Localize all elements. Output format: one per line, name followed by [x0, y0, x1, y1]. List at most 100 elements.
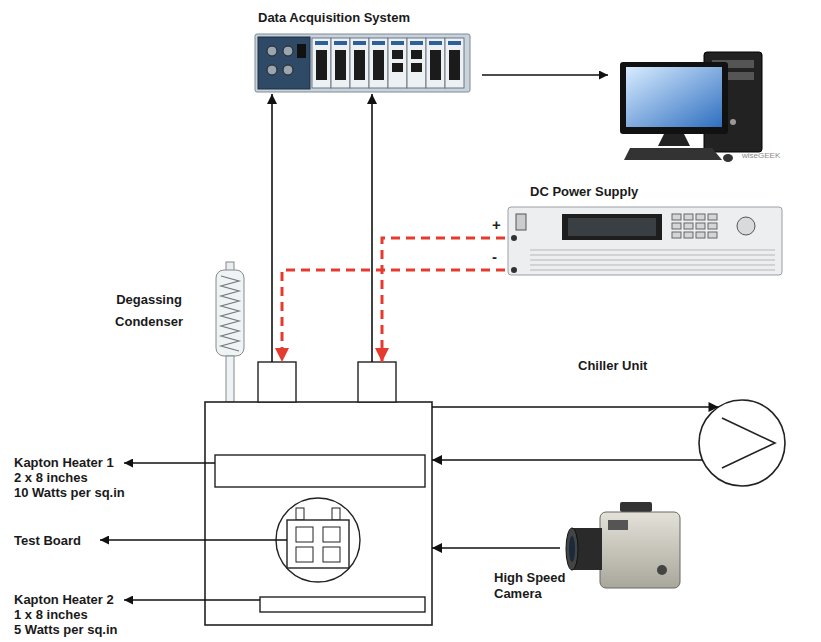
daq-chassis — [315, 41, 328, 45]
test-chamber-outline — [205, 362, 432, 625]
camera-illustration — [569, 536, 575, 562]
daq-chassis — [392, 63, 403, 72]
leader-line — [100, 539, 287, 540]
leader-line — [124, 599, 260, 600]
connector-arrow — [432, 459, 703, 461]
condenser-illustration — [221, 276, 239, 351]
test-board-drawing — [276, 498, 360, 582]
power-supply-illustration — [530, 250, 775, 251]
daq-chassis — [445, 38, 464, 88]
daq-chassis — [297, 44, 306, 58]
test-board-drawing — [323, 547, 340, 562]
test-board-drawing — [332, 508, 340, 520]
daq-chassis — [316, 50, 327, 80]
power-supply-illustration — [737, 217, 755, 235]
daq-chassis — [430, 50, 441, 80]
degassing-condenser: Degassing Condenser — [90, 262, 246, 358]
daq-chassis — [411, 63, 422, 72]
computer-illustration — [626, 67, 722, 127]
daq-chassis — [449, 50, 460, 80]
node-label: DC Power Supply — [530, 184, 638, 200]
power-supply-illustration — [684, 214, 693, 220]
power-supply-illustration — [672, 223, 681, 229]
camera-illustration — [657, 565, 667, 575]
node-label: Chiller Unit — [578, 358, 647, 374]
daq-chassis — [312, 38, 331, 88]
chiller-symbol — [722, 418, 775, 468]
power-supply-illustration — [708, 223, 717, 229]
data-link-arrow — [482, 74, 608, 76]
test-chamber-outline — [358, 362, 396, 402]
computer-illustration — [723, 154, 733, 162]
power-supply-illustration — [568, 218, 656, 236]
terminal-sign: + — [492, 217, 501, 233]
daq-chassis — [267, 65, 277, 75]
connector-arrow — [371, 94, 373, 362]
terminal-sign: - — [492, 249, 497, 265]
power-supply-illustration — [530, 260, 775, 261]
node-label: Kapton Heater 2 1 x 8 inches 5 Watts per… — [14, 592, 118, 637]
power-supply: DC Power Supply — [505, 182, 785, 278]
daq-chassis — [255, 34, 470, 92]
computer-illustration — [658, 134, 690, 146]
camera-illustration — [608, 520, 628, 530]
power-supply-illustration — [530, 265, 775, 266]
computer-illustration — [624, 148, 722, 160]
daq-chassis — [331, 38, 350, 88]
daq-chassis — [255, 34, 470, 92]
daq-chassis — [426, 38, 445, 88]
camera-illustration — [600, 512, 680, 588]
node-label: Data Acquisition System — [258, 10, 410, 26]
daq-chassis — [407, 38, 426, 88]
power-supply-illustration — [511, 235, 517, 241]
node-label: Test Board — [14, 533, 81, 548]
daq-chassis — [411, 50, 422, 59]
condenser-illustration — [226, 356, 234, 402]
chiller-symbol — [699, 400, 785, 486]
daq-chassis — [350, 38, 369, 88]
daq-chassis — [283, 65, 293, 75]
leader-line — [124, 462, 215, 463]
watermark: wiseGEEK — [742, 151, 780, 160]
node-label: Degassing Condenser — [92, 289, 206, 333]
heater-band — [260, 597, 425, 612]
high-speed-camera: High Speed Camera — [560, 500, 684, 608]
daq-chassis — [283, 46, 293, 56]
power-supply-illustration — [708, 232, 717, 238]
chiller-unit: Chiller Unit — [699, 400, 785, 486]
power-supply-illustration — [508, 207, 782, 275]
test-board-drawing — [276, 498, 360, 582]
daq-chassis — [448, 41, 461, 45]
condenser-illustration — [216, 270, 244, 356]
test-chamber-outline — [258, 362, 296, 402]
heater-band — [215, 455, 425, 487]
test-board-drawing — [296, 547, 313, 562]
camera-illustration — [566, 528, 578, 570]
daq-chassis — [353, 41, 366, 45]
daq-chassis — [429, 41, 442, 45]
connector-arrow — [432, 406, 718, 408]
power-supply-illustration — [696, 214, 705, 220]
condenser-illustration — [216, 262, 244, 402]
daq-chassis — [410, 41, 423, 45]
power-supply-illustration — [684, 232, 693, 238]
daq-chassis — [388, 38, 407, 88]
power-lead — [382, 238, 505, 362]
daq-chassis — [373, 50, 384, 80]
test-chamber-outline — [205, 402, 432, 625]
power-supply-illustration — [516, 214, 526, 230]
power-lead — [282, 270, 505, 362]
camera-illustration — [566, 502, 680, 588]
daq-chassis — [267, 46, 277, 56]
power-supply-illustration — [530, 270, 775, 271]
test-board-drawing — [296, 508, 304, 520]
test-chamber: Kapton Heater 1 2 x 8 inches 10 Watts pe… — [205, 362, 432, 625]
chiller-symbol — [699, 400, 785, 486]
test-board-drawing — [296, 527, 313, 542]
daq-chassis — [392, 50, 403, 59]
test-board-drawing — [287, 520, 349, 568]
power-supply-illustration — [684, 223, 693, 229]
camera-illustration — [620, 502, 652, 512]
test-board-drawing — [323, 527, 340, 542]
